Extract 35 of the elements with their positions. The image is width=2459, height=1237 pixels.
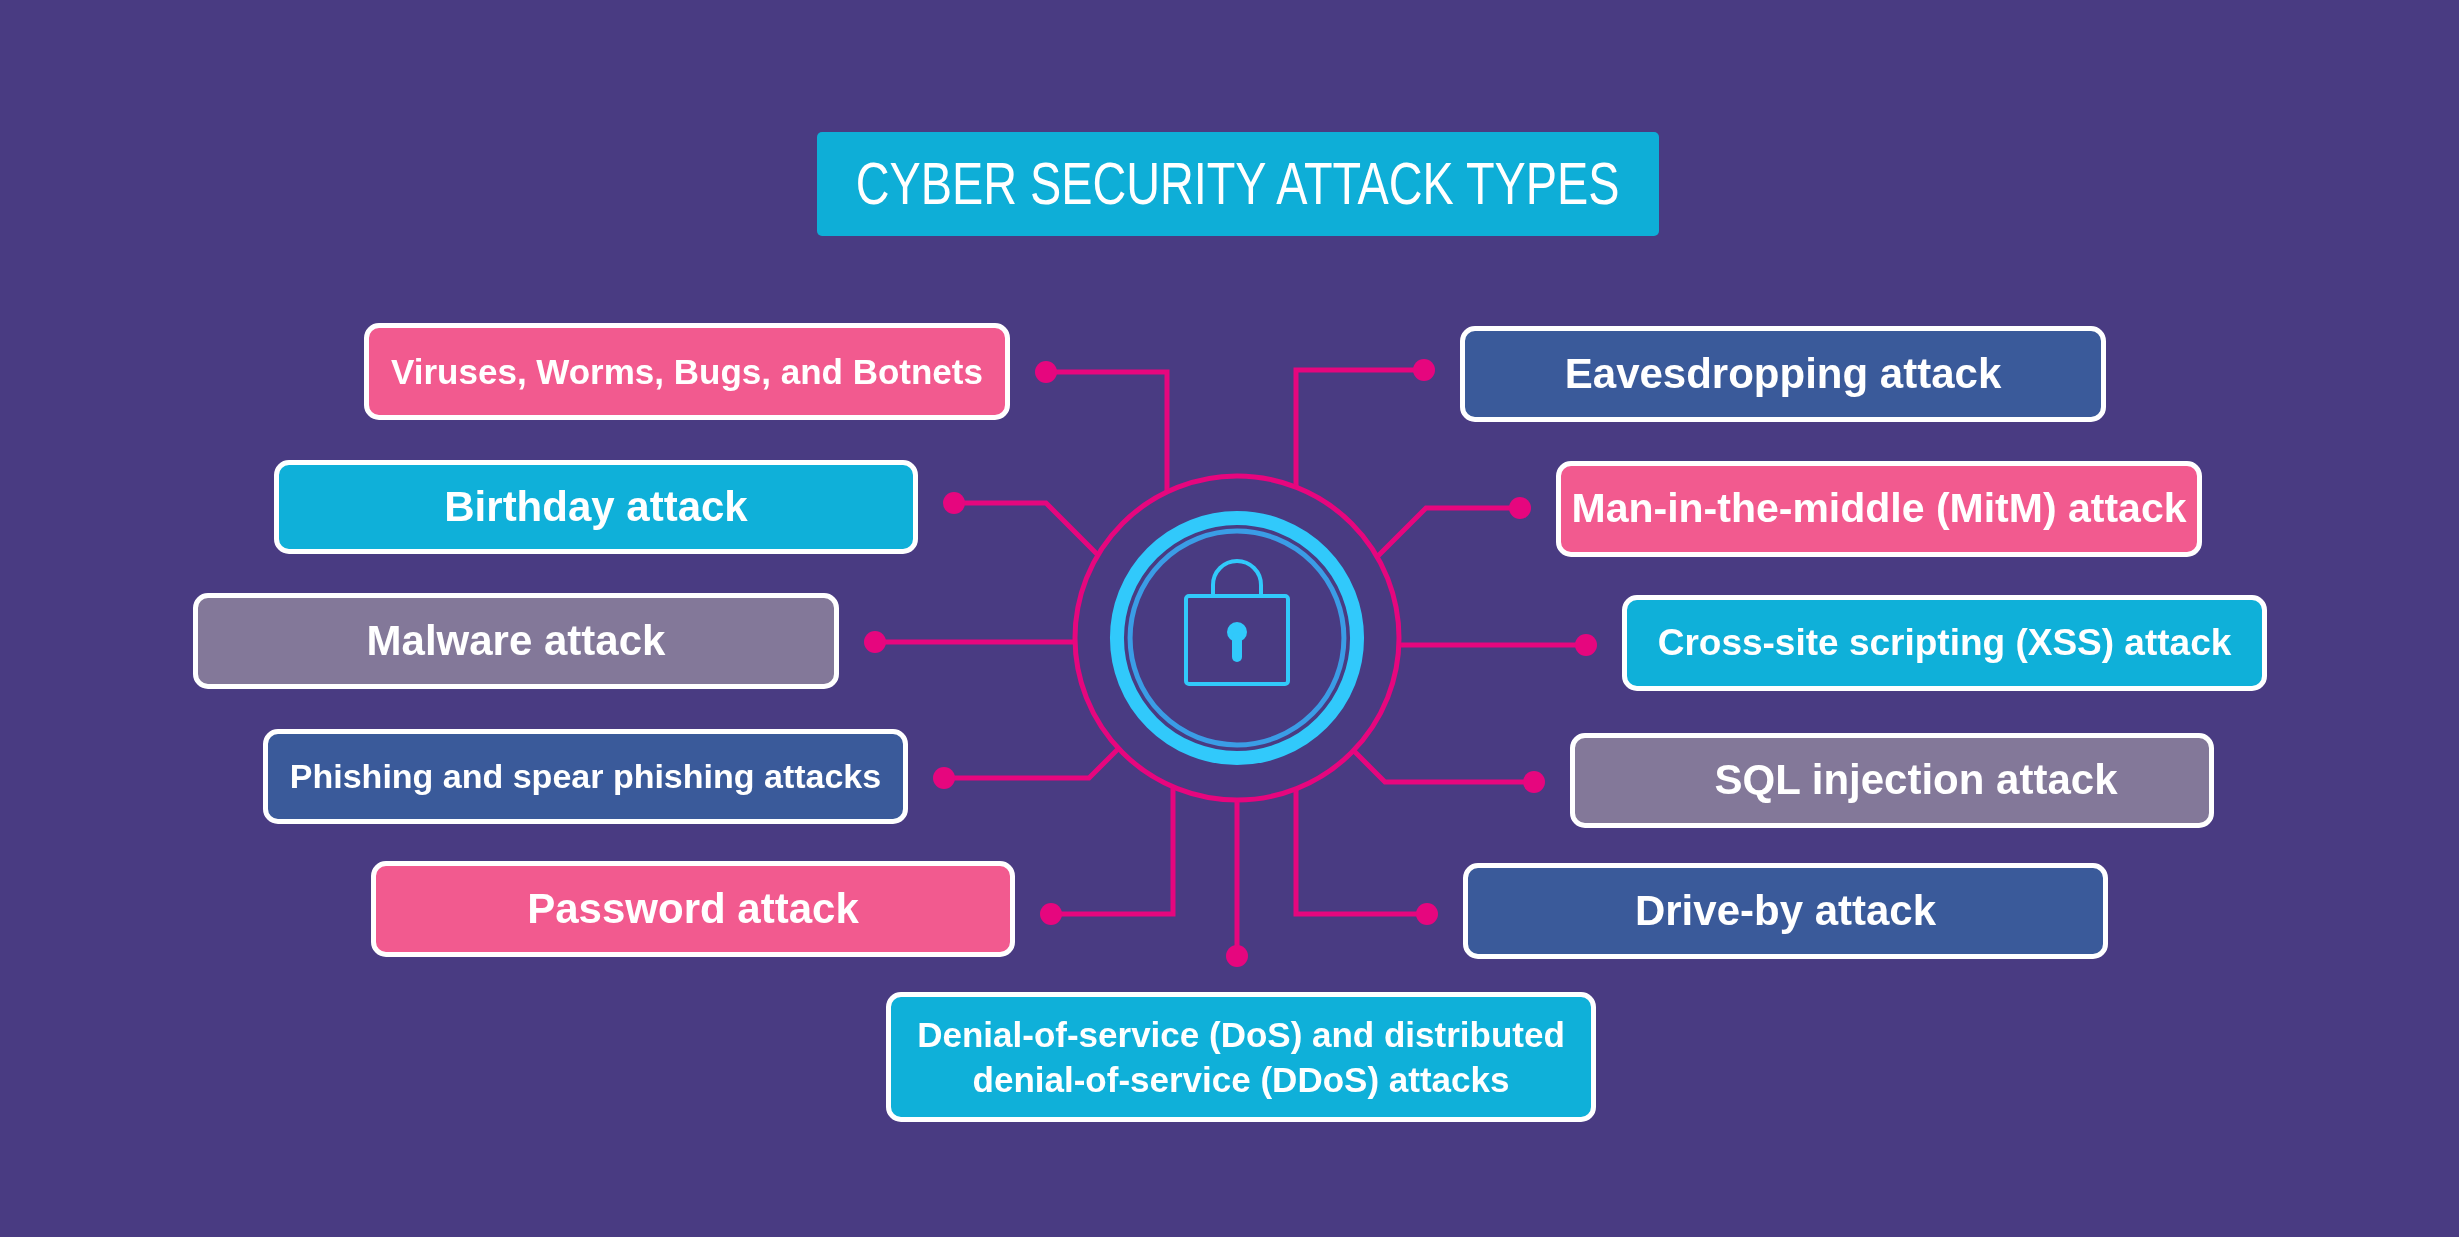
attack-type-text: Eavesdropping attack — [1564, 348, 2002, 399]
attack-type-text: Drive-by attack — [1634, 885, 1937, 936]
attack-type-card — [371, 861, 1015, 957]
connector-line — [1040, 786, 1176, 925]
connector-line — [1398, 634, 1597, 656]
title-text: CYBER SECURITY ATTACK TYPES — [856, 154, 1620, 214]
connector-line — [1293, 788, 1438, 925]
connector-line — [1293, 359, 1435, 488]
connector-line — [864, 631, 1076, 653]
connector-line — [943, 492, 1100, 557]
attack-type-card — [274, 460, 918, 554]
attack-type-card — [1570, 733, 2214, 828]
connector-line — [1375, 497, 1531, 559]
attack-type-card — [886, 992, 1596, 1122]
attack-type-text: Malware attack — [366, 615, 666, 666]
attack-type-card — [1622, 595, 2267, 691]
attack-type-text: Password attack — [527, 883, 859, 934]
attack-type-text: Birthday attack — [444, 481, 748, 532]
attack-type-card — [263, 729, 908, 824]
attack-type-text: Phishing and spear phishing attacks — [289, 756, 882, 798]
attack-type-text: Man-in-the-middle (MitM) attack — [1571, 484, 2187, 534]
connector-line — [933, 746, 1121, 789]
attack-type-card — [193, 593, 839, 689]
attack-type-card — [1463, 863, 2108, 959]
attack-type-card — [1556, 461, 2202, 557]
attack-type-text: Denial-of-service (DoS) and distributed denial-of-service (DDoS) attacks — [916, 1013, 1566, 1101]
connector-line — [1035, 361, 1170, 492]
connector-line — [1226, 800, 1248, 967]
attack-type-card — [1460, 326, 2106, 422]
connector-line — [1351, 748, 1545, 793]
attack-type-text: Viruses, Worms, Bugs, and Botnets — [391, 350, 983, 393]
attack-type-card — [364, 323, 1010, 420]
attack-type-text: SQL injection attack — [1714, 755, 2118, 806]
attack-type-text: Cross-site scripting (XSS) attack — [1657, 620, 2232, 665]
hub-circle — [1072, 473, 1402, 803]
